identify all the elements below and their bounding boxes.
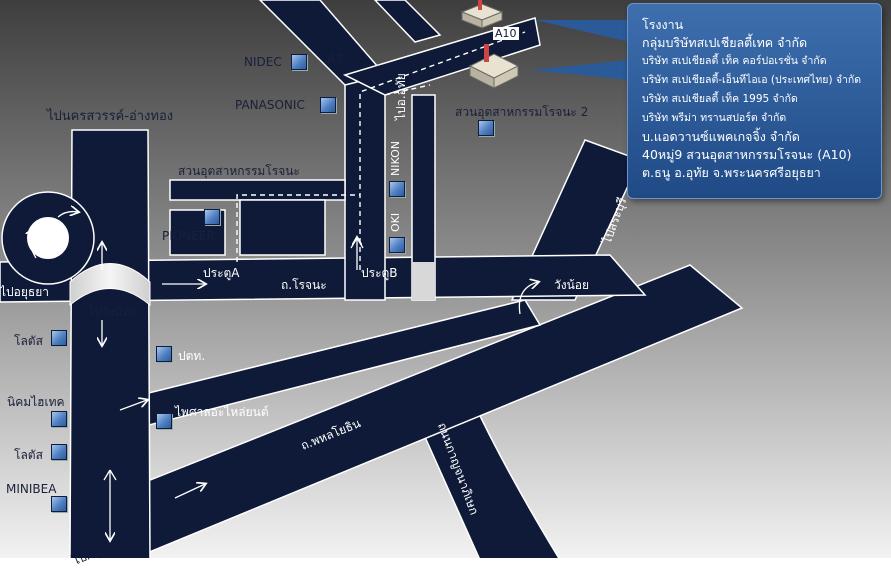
callout-pointer-bottom xyxy=(530,60,630,80)
lotus1-marker[interactable] xyxy=(51,330,67,346)
lotus1-label: โลตัส xyxy=(14,334,43,348)
direction-arrows xyxy=(30,212,538,540)
panasonic-marker[interactable] xyxy=(320,97,336,113)
gate-b-label: ประตูB xyxy=(361,266,398,280)
callout-line7: บ.แอดวานซ์แพคเกจจิ้ง จำกัด xyxy=(642,129,800,144)
callout-line5: บริษัท สเปเชียลตี้ เท็ค 1995 จำกัด xyxy=(642,93,798,105)
callout-line3: บริษัท สเปเชียลตี้ เท็ค คอร์ปอเรชั่น จำก… xyxy=(642,55,827,67)
callout-line4: บริษัท สเปเชียลตี้-เอ็นทีไอเอ (ประเทศไทย… xyxy=(642,74,862,86)
rojana-road-label: ถ.โรจนะ xyxy=(281,278,327,292)
ptt-label: ปตท. xyxy=(178,349,206,363)
oki-marker[interactable] xyxy=(389,237,405,253)
arrow-heads xyxy=(103,237,364,481)
park-label: สวนอุตสาหกรรมโรจนะ xyxy=(178,164,300,178)
dashed-routes xyxy=(236,31,526,270)
callout-line1: โรงงาน xyxy=(642,17,684,32)
lotus2-marker[interactable] xyxy=(51,444,67,460)
callout-line2: กลุ่มบริษัทสเปเชียลตี้เทค จำกัด xyxy=(642,35,808,50)
nidec-marker[interactable] xyxy=(291,54,307,70)
nikom-hitech-marker[interactable] xyxy=(51,411,67,427)
park2-marker[interactable] xyxy=(478,120,494,136)
nikom-hitech-label: นิคมไฮเทค xyxy=(7,395,65,409)
to-nakhonsawan-label: ไปนครสวรรค์-อ่างทอง xyxy=(47,109,174,124)
ptt-marker[interactable] xyxy=(156,346,172,362)
callout-line8: 40หมู่9 สวนอุตสาหกรรมโรจนะ (A10) xyxy=(642,147,852,162)
to-uthai-label: ไปอ.อุทัย xyxy=(394,73,408,120)
to-ayutthaya-label: ไปอยุธยา xyxy=(0,285,49,299)
auto-parts-label: ไพศาลอะไหล่ยนต์ xyxy=(175,405,269,419)
wang-noi-label: วังน้อย xyxy=(554,278,590,292)
minibea-marker[interactable] xyxy=(51,496,67,512)
to-wang-noi-label: ไปวังน้อย xyxy=(88,305,137,319)
park2-label: สวนอุตสาหกรรมโรจนะ 2 xyxy=(455,105,589,119)
nikon-marker[interactable] xyxy=(389,181,405,197)
gate-a-label: ประตูA xyxy=(203,266,240,280)
roundabout-island xyxy=(25,215,71,261)
callout-line9: ต.ธนู อ.อุทัย จ.พระนครศรีอยุธยา xyxy=(642,165,821,180)
a10-north-road xyxy=(373,0,442,43)
factory-icon-2 xyxy=(468,44,520,89)
park-inner-road xyxy=(169,179,346,201)
a7-label: A7 xyxy=(327,52,343,66)
a10-label: A10 xyxy=(493,27,519,40)
nikon-label: NIKON xyxy=(389,141,402,176)
minibea-label: MINIBEA xyxy=(6,482,57,496)
pioneer-marker[interactable] xyxy=(204,209,220,225)
panasonic-label: PANASONIC xyxy=(235,98,305,112)
factory-callout: โรงงาน กลุ่มบริษัทสเปเชียลตี้เทค จำกัด บ… xyxy=(627,3,882,199)
callout-pointer-top xyxy=(535,20,630,42)
lotus2-label: โลตัส xyxy=(14,448,43,462)
pioneer-label: PIONEER xyxy=(162,229,215,243)
auto-parts-marker[interactable] xyxy=(156,413,172,429)
factory-icon-1 xyxy=(460,0,504,29)
outer-ring-road xyxy=(410,394,560,558)
gate-b-barrier xyxy=(412,262,435,300)
nidec-label: NIDEC xyxy=(244,55,282,69)
oki-label: OKI xyxy=(389,212,402,232)
callout-line6: บริษัท พรีม่า ทรานสปอร์ต จำกัด xyxy=(642,112,787,124)
rojana-road xyxy=(0,254,647,303)
overpass xyxy=(69,263,151,307)
